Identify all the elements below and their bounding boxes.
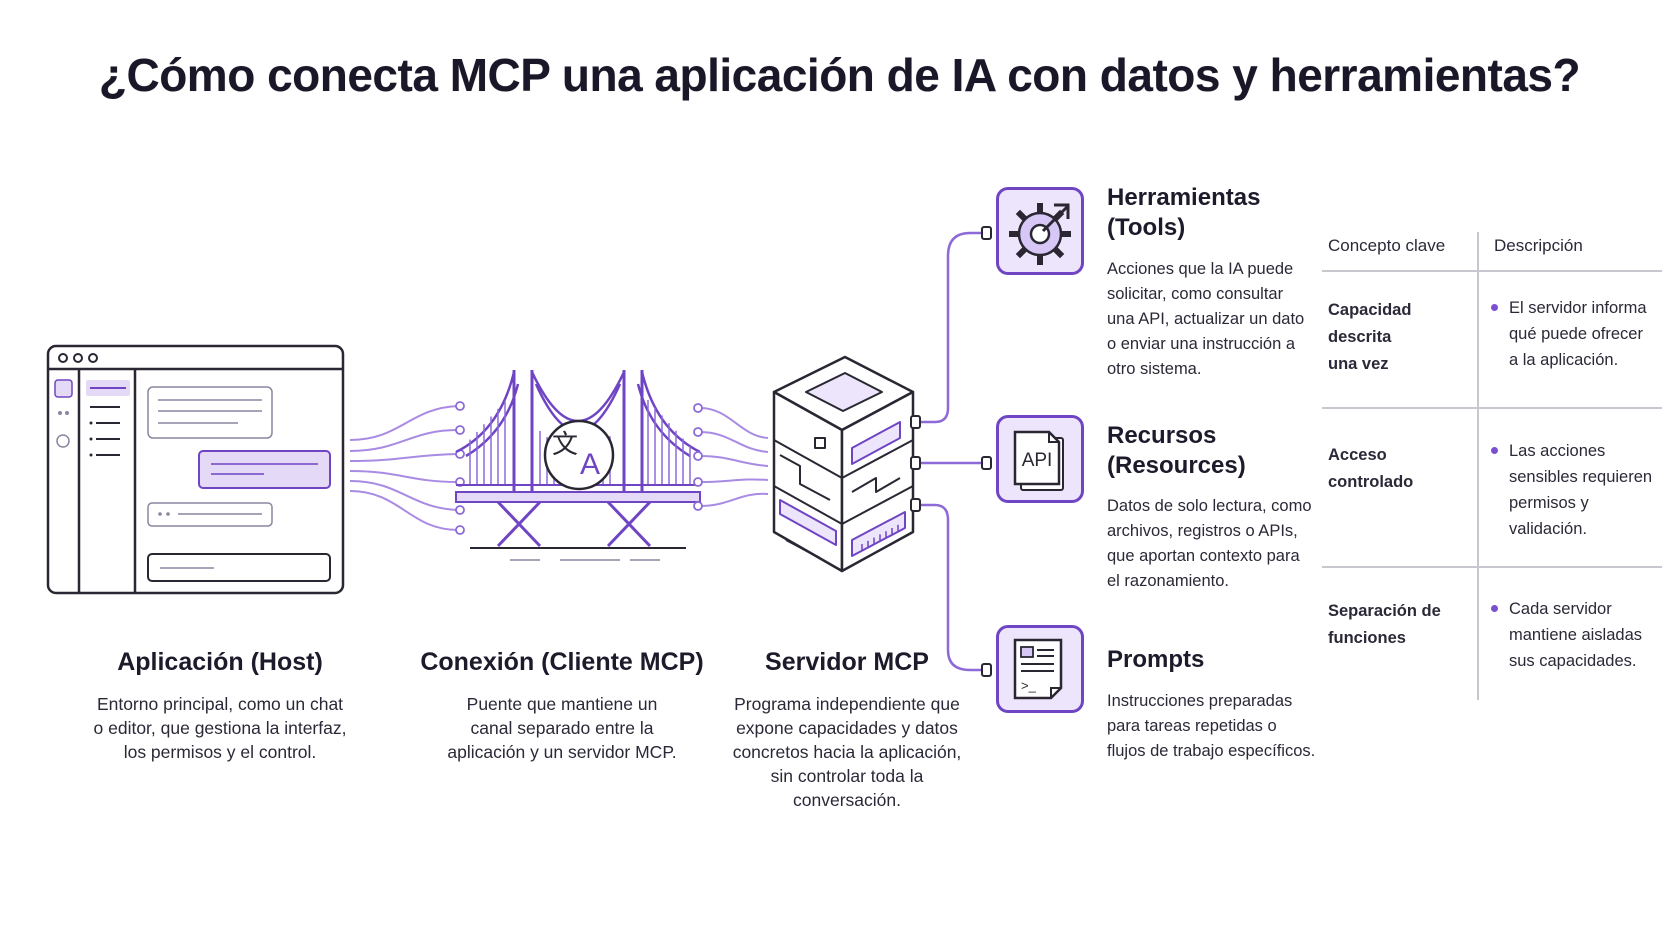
server-connection-lines <box>699 407 769 507</box>
host-app-window-icon <box>46 344 345 595</box>
key-concepts-table: Concepto clave Descripción Capacidad des… <box>1322 232 1662 702</box>
table-header-description: Descripción <box>1494 236 1583 255</box>
mcp-server-cube-icon <box>772 355 915 573</box>
table-divider <box>1322 270 1662 272</box>
gear-arrow-icon <box>1009 203 1071 265</box>
table-divider <box>1322 407 1662 409</box>
prompts-icon-box: >_ <box>996 625 1084 713</box>
host-title: Aplicación (Host) <box>117 648 323 676</box>
api-document-icon: API <box>1013 430 1064 491</box>
prompt-document-icon: >_ <box>1013 638 1063 700</box>
table-divider <box>1322 566 1662 568</box>
translate-glyph-left: 文 <box>552 429 578 459</box>
server-connector-dots <box>693 403 703 511</box>
resources-title: Recursos(Resources) <box>1107 422 1246 479</box>
server-title: Servidor MCP <box>765 648 929 676</box>
client-title: Conexión (Cliente MCP) <box>420 648 704 676</box>
prompts-title: Prompts <box>1107 646 1205 673</box>
tools-icon-box <box>996 187 1084 275</box>
table-divider-vertical <box>1477 232 1479 700</box>
page-title: ¿Cómo conecta MCP una aplicación de IA c… <box>98 49 1581 101</box>
tools-title: Herramientas(Tools) <box>1107 184 1261 241</box>
feature-connection-lines <box>917 231 985 672</box>
prompt-icon-label: >_ <box>1021 678 1037 693</box>
table-header-concept: Concepto clave <box>1328 236 1446 255</box>
translate-glyph-right: A <box>580 448 600 481</box>
api-icon-label: API <box>1022 450 1053 471</box>
server-port-connectors <box>910 226 992 677</box>
host-connection-lines <box>349 405 459 531</box>
host-connector-dots <box>455 401 465 535</box>
resources-icon-box: API <box>996 415 1084 503</box>
bridge-icon <box>455 370 701 561</box>
